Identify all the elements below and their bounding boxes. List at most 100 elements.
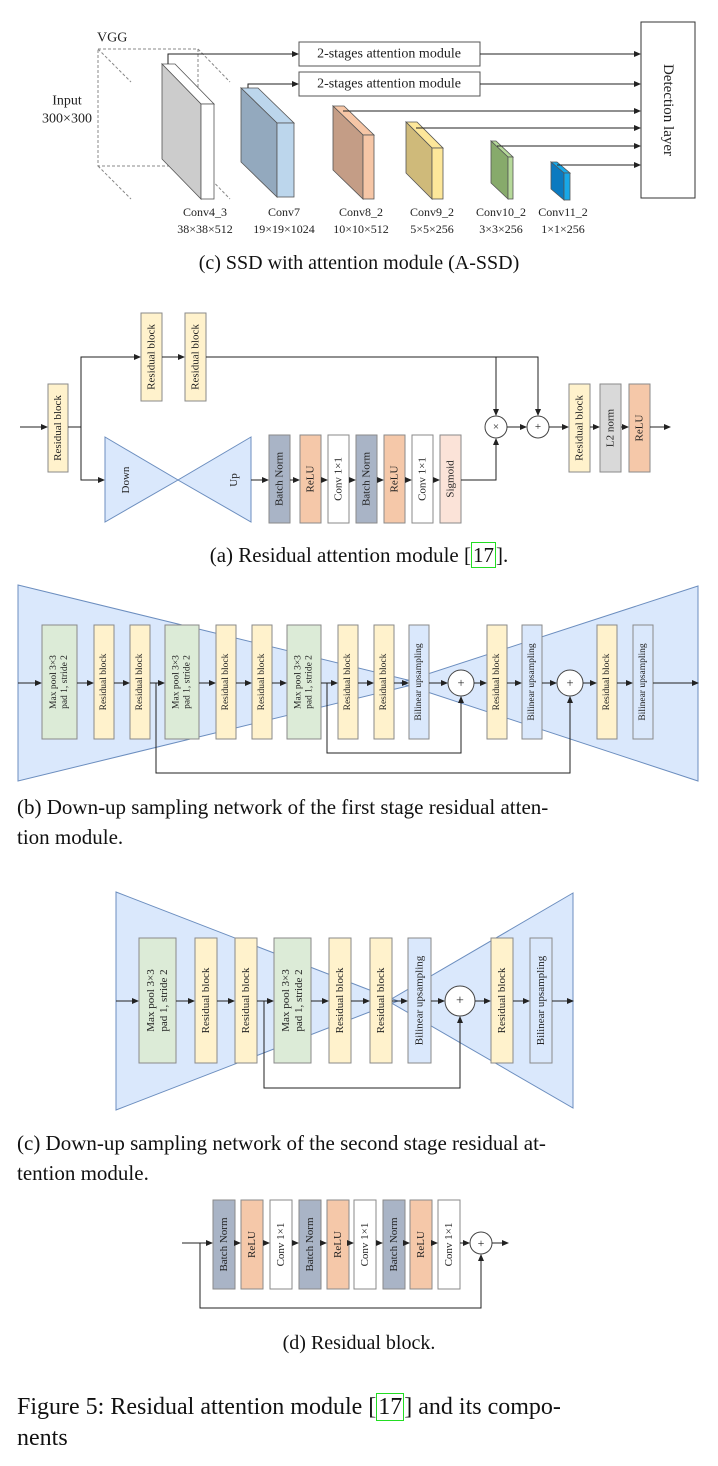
detection-layer-label: Detection layer [660, 64, 676, 156]
stage1-add-op-symbol: + [457, 676, 464, 690]
feature-map-conv7-name: Conv7 [268, 205, 300, 219]
mask-conv-1-1-block: Conv 1×1 [327, 434, 350, 524]
stage1-bilinear-upsampling-block-label: Bilinear upsampling [414, 643, 424, 721]
output-residual-block-block-label: Residual block [574, 395, 586, 461]
feature-map-conv4-3-name: Conv4_3 [183, 205, 227, 219]
resblock-conv-1-1-block-box [437, 1199, 461, 1290]
multiply-op-symbol: × [493, 421, 499, 433]
resblock-conv-1-1-block-label: Conv 1×1 [359, 1223, 371, 1267]
mask-relu-block-label: ReLU [389, 466, 401, 493]
resblock-relu-block-label: ReLU [246, 1231, 258, 1258]
connector-arrow [326, 683, 464, 754]
stage1-residual-block-block: Residual block [337, 624, 359, 740]
connector-arrow [263, 1001, 463, 1089]
mask-batch-norm-block: Batch Norm [268, 434, 291, 524]
stage1-residual-block-block-box [251, 624, 273, 740]
connector-arrow [461, 438, 499, 481]
stage1-max-pool-3-3-block-label: Max pool 3×3 [172, 655, 182, 709]
attention-module-label: 2-stages attention module [317, 77, 461, 92]
feature-map-conv8-2-name: Conv8_2 [339, 205, 383, 219]
resblock-relu-block: ReLU [326, 1199, 350, 1290]
mask-conv-1-1-block: Conv 1×1 [411, 434, 434, 524]
stage1-residual-block-block-box [93, 624, 115, 740]
vgg-label: VGG [97, 31, 127, 46]
trunk-residual-block: Residual block [140, 312, 163, 402]
stage2-bilinear-upsampling-block-label: Bilinear upsampling [535, 955, 547, 1045]
output-relu-block-box [628, 383, 651, 473]
mask-relu-block: ReLU [299, 434, 322, 524]
resblock-conv-1-1-block-label: Conv 1×1 [443, 1223, 455, 1267]
resblock-batch-norm-block-label: Batch Norm [218, 1217, 230, 1272]
feature-map-conv10-2-size: 3×3×256 [479, 222, 523, 236]
feature-map-conv11-2-size: 1×1×256 [541, 222, 585, 236]
stage1-residual-block-block-box [129, 624, 151, 740]
feature-map-conv10-2 [489, 140, 515, 200]
stage2-residual-block-block-label: Residual block [375, 967, 387, 1033]
mask-sigmoid-block: Sigmoid [439, 434, 462, 524]
stage2-max-pool-3-3-block-label: Max pool 3×3 [145, 969, 157, 1032]
resblock-batch-norm-block: Batch Norm [298, 1199, 322, 1290]
feature-map-conv11-2-side [563, 172, 571, 201]
mask-batch-norm-block: Batch Norm [355, 434, 378, 524]
stage1-residual-block-block-label: Residual block [221, 653, 231, 710]
stage2-bilinear-upsampling-block-label: Bilinear upsampling [414, 955, 426, 1045]
mask-batch-norm-block-box [268, 434, 291, 524]
stage1-residual-block-block-box [486, 624, 508, 740]
stage1-bilinear-upsampling-block-box [408, 624, 430, 740]
vgg-dashed-cube [97, 48, 199, 167]
feature-map-conv7 [240, 87, 295, 198]
residual-block: Residual block [47, 383, 69, 473]
resblock-conv-1-1-block: Conv 1×1 [353, 1199, 377, 1290]
ram-caption: (a) Residual attention module [17]. [0, 542, 718, 568]
stage1-residual-block-block: Residual block [251, 624, 273, 740]
input-label: Input [52, 94, 82, 109]
feature-map-conv8-2-side [362, 134, 375, 200]
stage1-max-pool-3-3-block-box [286, 624, 322, 740]
figure-caption-reference-link[interactable]: 17 [376, 1393, 405, 1421]
connector-arrow [206, 356, 541, 416]
resblock-conv-1-1-block: Conv 1×1 [437, 1199, 461, 1290]
feature-map-conv4-3 [161, 63, 215, 200]
stage1-residual-block-block: Residual block [129, 624, 151, 740]
stage1-caption-line-2: tion module. [17, 825, 124, 849]
stage1-residual-block-block: Residual block [215, 624, 237, 740]
connector-arrow [247, 81, 299, 88]
trunk-residual-block-label: Residual block [146, 324, 158, 390]
stage2-residual-block-block-label: Residual block [200, 967, 212, 1033]
stage2-add-op-symbol: + [456, 994, 464, 1009]
down-sampling-triangle [104, 436, 179, 523]
connector-arrow [199, 1243, 484, 1309]
resblock-relu-block-label: ReLU [332, 1231, 344, 1258]
stage2-residual-block-block-label: Residual block [334, 967, 346, 1033]
resblock-batch-norm-block-label: Batch Norm [388, 1217, 400, 1272]
feature-map-conv10-2-side [507, 156, 514, 200]
ram-caption-reference-link[interactable]: 17 [471, 542, 496, 568]
input-size-label: 300×300 [42, 112, 92, 127]
connector-arrow [155, 683, 573, 774]
ram-caption-suffix: ]. [496, 543, 509, 567]
stage1-bilinear-upsampling-block-label: Bilinear upsampling [638, 643, 648, 721]
stage1-max-pool-3-3-block-box [41, 624, 78, 740]
output-l2-norm-block: L2 norm [599, 383, 622, 473]
resblock-conv-1-1-block: Conv 1×1 [269, 1199, 293, 1290]
mask-relu-block-label: ReLU [305, 466, 317, 493]
resblock-add-op-symbol: + [478, 1236, 485, 1250]
output-relu-block: ReLU [628, 383, 651, 473]
mask-sigmoid-block-label: Sigmoid [445, 460, 457, 498]
stage1-residual-block-block-label: Residual block [379, 653, 389, 710]
stage1-residual-block-block-label: Residual block [492, 653, 502, 710]
figure-caption-line-2: nents [17, 1425, 68, 1451]
attention-module-label: 2-stages attention module [317, 47, 461, 62]
stage2-residual-block-block: Residual block [490, 937, 514, 1064]
feature-map-conv7-size: 19×19×1024 [253, 222, 315, 236]
stage1-residual-block-block: Residual block [486, 624, 508, 740]
connector-arrow [80, 427, 105, 483]
stage1-max-pool-3-3-block-label: pad 1, stride 2 [60, 655, 70, 709]
trunk-residual-block: Residual block [184, 312, 207, 402]
feature-map-conv7-side [276, 122, 295, 198]
